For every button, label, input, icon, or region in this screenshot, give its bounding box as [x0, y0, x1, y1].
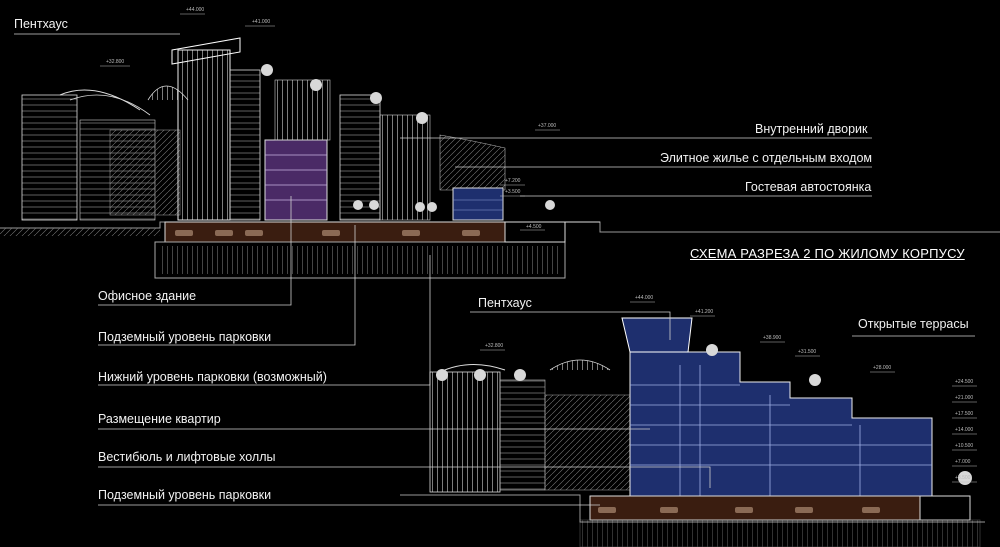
elev-2-5: +28.000 — [873, 365, 892, 371]
elev-2-0: +44.000 — [635, 295, 654, 301]
elev-1-6: +4.500 — [526, 224, 542, 230]
elev-2-4: +31.500 — [798, 349, 817, 355]
elev-2-6: +24.500 — [955, 379, 974, 385]
label-guest-parking: Гостевая автостоянка — [745, 180, 872, 194]
elev-1-3: +37.000 — [538, 123, 557, 129]
section-1-drawing — [0, 13, 1000, 386]
label-office-building: Офисное здание — [98, 289, 197, 303]
elev-2-10: +10.500 — [955, 443, 974, 449]
label-lower-parking: Нижний уровень парковки (возможный) — [98, 370, 327, 384]
label-courtyard: Внутренний дворик — [755, 122, 868, 136]
label-elite-housing: Элитное жилье с отдельным входом — [660, 151, 872, 165]
elev-2-3: +38.900 — [763, 335, 782, 341]
elev-2-7: +21.000 — [955, 395, 974, 401]
label-apartments: Размещение квартир — [98, 412, 221, 426]
label-penthouse-1: Пентхаус — [14, 17, 68, 31]
elev-1-2: +32.800 — [106, 59, 125, 65]
elev-2-1: +41.200 — [695, 309, 714, 315]
elev-2-8: +17.500 — [955, 411, 974, 417]
elev-2-12: +3.500 — [955, 475, 971, 481]
elev-2-9: +14.000 — [955, 427, 974, 433]
section-2-drawing — [98, 301, 985, 547]
label-underground-parking-1: Подземный уровень парковки — [98, 330, 272, 344]
elev-1-1: +41.000 — [252, 19, 271, 25]
elev-2-11: +7.000 — [955, 459, 971, 465]
label-underground-parking-2: Подземный уровень парковки — [98, 488, 272, 502]
diagram-title: СХЕМА РАЗРЕЗА 2 ПО ЖИЛОМУ КОРПУСУ — [690, 246, 965, 261]
label-penthouse-2: Пентхаус — [478, 296, 532, 310]
elev-1-4: +7.200 — [505, 178, 521, 184]
elev-1-0: +44.000 — [186, 7, 205, 13]
elev-1-5: +3.500 — [505, 189, 521, 195]
elev-2-2: +32.800 — [485, 343, 504, 349]
label-open-terraces: Открытые террасы — [858, 317, 969, 331]
label-lobby-elevators: Вестибюль и лифтовые холлы — [98, 450, 276, 464]
